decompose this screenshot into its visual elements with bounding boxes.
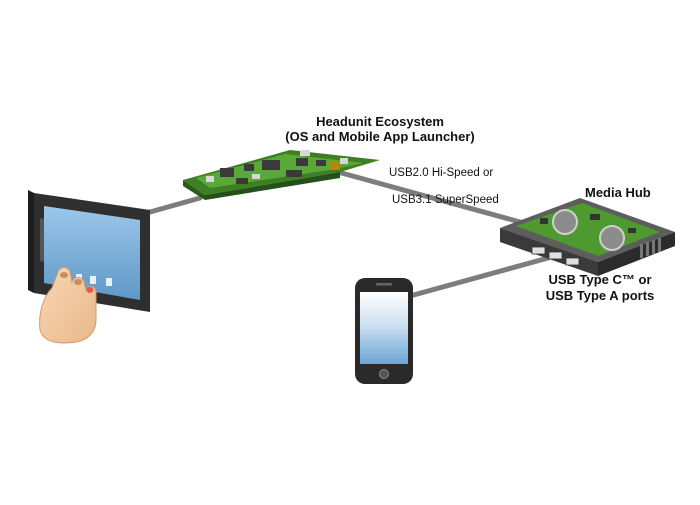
headunit-board-icon: [183, 150, 380, 200]
ports-label-line1: USB Type C™ or: [548, 272, 652, 287]
cables: [147, 169, 551, 299]
usb-speed-line2: USB3.1 SuperSpeed: [392, 194, 499, 206]
media-hub-icon: [500, 198, 675, 276]
cable-display-to-headunit: [147, 195, 203, 215]
cable-phone-to-hub: [407, 255, 551, 299]
hand-icon: [39, 267, 97, 344]
ports-label-line2: USB Type A ports: [545, 288, 655, 303]
headunit-title-line1: Headunit Ecosystem: [316, 114, 444, 129]
usb-speed-line1: USB2.0 Hi-Speed or: [389, 167, 494, 179]
media-hub-label: Media Hub: [585, 185, 651, 200]
cable-headunit-to-hub: [335, 169, 523, 225]
headunit-title-line2: (OS and Mobile App Launcher): [285, 129, 475, 144]
smartphone-icon: [355, 278, 413, 384]
